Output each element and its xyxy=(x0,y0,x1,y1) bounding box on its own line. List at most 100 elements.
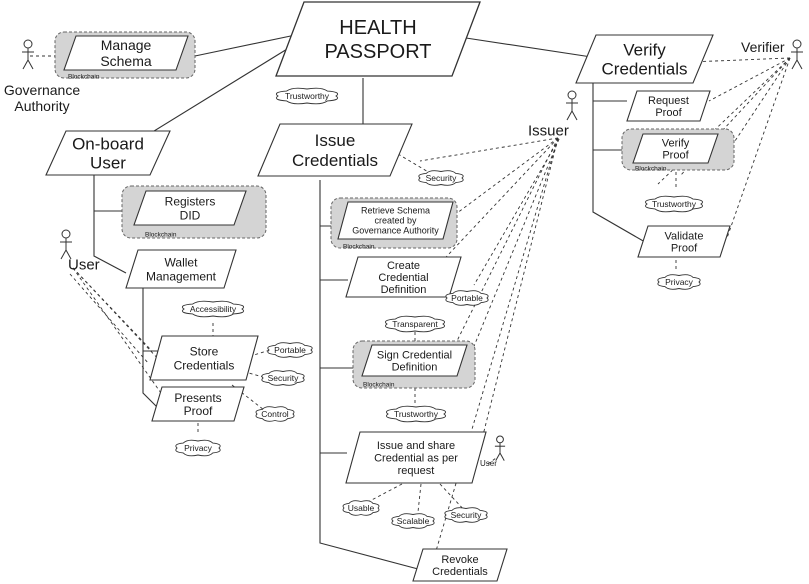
dashed-connector-9 xyxy=(473,138,560,286)
dashed-connector-24 xyxy=(365,483,403,504)
cloud-transparent-label: Transparent xyxy=(392,319,438,329)
dashed-connector-25 xyxy=(417,483,422,513)
solid-connector-6 xyxy=(142,288,159,409)
cloud-usable: Usable xyxy=(342,500,380,516)
cloud-portable-store: Portable xyxy=(267,342,313,358)
dashed-connector-13 xyxy=(72,267,177,379)
verifier-person-icon xyxy=(791,39,803,70)
quality-clouds: TrustworthySecurityAccessibilityPortable… xyxy=(175,87,703,529)
cloud-scalable-label: Scalable xyxy=(397,516,430,526)
solid-connector-0 xyxy=(194,32,306,57)
actor-issuer: Issuer xyxy=(528,122,569,139)
cloud-portable-issuer: Portable xyxy=(445,290,489,306)
cloud-privacy-verifier-label: Privacy xyxy=(665,277,694,287)
dashed-connector-27 xyxy=(689,57,791,63)
governance-person-icon xyxy=(22,39,34,70)
actor-user-small: User xyxy=(480,459,497,468)
blockchain-registers-did-label: Blockchain xyxy=(145,231,177,238)
blockchain-sign-credential-label: Blockchain xyxy=(363,381,395,388)
dashed-connector-10 xyxy=(469,138,560,357)
dashed-connector-29 xyxy=(728,57,791,151)
small-user-person-icon xyxy=(494,435,506,461)
dashed-connector-5 xyxy=(431,137,559,273)
cloud-accessibility-label: Accessibility xyxy=(190,304,237,314)
cloud-security-issue: Security xyxy=(418,170,464,186)
cloud-control-label: Control xyxy=(261,409,289,419)
dashed-connector-17 xyxy=(237,369,264,378)
cloud-portable-store-label: Portable xyxy=(274,345,306,355)
cloud-trustworthy-top-label: Trustworthy xyxy=(285,91,330,101)
cloud-security-issue-label: Security xyxy=(426,173,457,183)
cloud-trustworthy-verifier: Trustworthy xyxy=(645,195,703,213)
dashed-connector-23 xyxy=(487,457,497,465)
solid-connector-8 xyxy=(319,180,419,570)
dashed-connector-7 xyxy=(479,137,559,448)
blockchain-manage-schema-label: Blockchain xyxy=(68,73,100,80)
cloud-privacy-verifier: Privacy xyxy=(657,274,701,290)
dashed-connector-6 xyxy=(447,137,559,360)
cloud-transparent: Transparent xyxy=(384,315,446,333)
cloud-accessibility: Accessibility xyxy=(181,300,245,318)
dashed-connector-2 xyxy=(397,153,431,174)
cloud-security-store: Security xyxy=(261,370,305,386)
solid-connector-13 xyxy=(592,82,646,243)
dashed-connector-30 xyxy=(726,57,791,239)
cloud-usable-label: Usable xyxy=(348,503,375,513)
actor-verifier: Verifier xyxy=(741,39,785,55)
dashed-connector-14 xyxy=(69,273,150,365)
connectors xyxy=(30,32,791,570)
cloud-control: Control xyxy=(255,406,295,422)
user-person-icon xyxy=(60,229,72,260)
cloud-scalable: Scalable xyxy=(391,513,435,529)
blockchain-verify-proof-label: Blockchain xyxy=(635,165,667,172)
cloud-portable-issuer-label: Portable xyxy=(451,293,483,303)
cloud-trustworthy-issuer: Trustworthy xyxy=(385,405,447,423)
issuer-person-icon xyxy=(566,90,578,121)
cloud-privacy-user-label: Privacy xyxy=(184,443,213,453)
cloud-trustworthy-top: Trustworthy xyxy=(275,87,339,105)
actor-user: User xyxy=(68,256,100,273)
solid-connector-4 xyxy=(93,175,127,274)
cloud-security-share: Security xyxy=(444,507,488,523)
dashed-connector-26 xyxy=(439,483,467,513)
cloud-trustworthy-verifier-label: Trustworthy xyxy=(652,199,697,209)
cloud-security-share-label: Security xyxy=(451,510,482,520)
cloud-trustworthy-issuer-label: Trustworthy xyxy=(394,409,439,419)
dashed-connector-3 xyxy=(419,137,559,162)
